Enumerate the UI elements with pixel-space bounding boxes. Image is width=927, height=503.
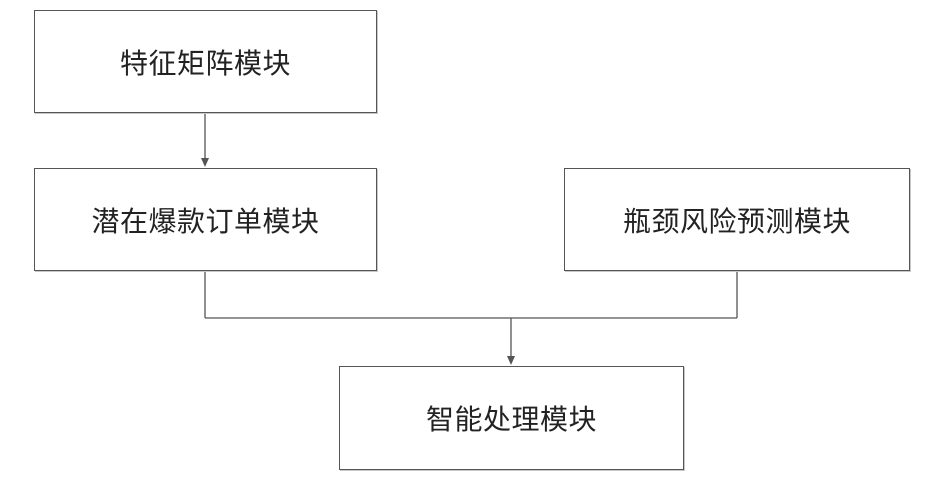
node-feature-matrix: 特征矩阵模块	[34, 10, 377, 113]
node-bottleneck-risk: 瓶颈风险预测模块	[564, 168, 910, 271]
node-potential-hot-orders-label: 潜在爆款订单模块	[91, 200, 319, 240]
node-potential-hot-orders: 潜在爆款订单模块	[34, 168, 377, 271]
edge-feature-to-potential-arrowhead	[201, 158, 209, 167]
node-smart-processing-label: 智能处理模块	[426, 398, 597, 438]
node-bottleneck-risk-label: 瓶颈风险预测模块	[623, 200, 851, 240]
node-feature-matrix-label: 特征矩阵模块	[120, 42, 291, 82]
node-smart-processing: 智能处理模块	[339, 366, 684, 470]
edge-merge-to-smart-arrowhead	[507, 356, 515, 365]
